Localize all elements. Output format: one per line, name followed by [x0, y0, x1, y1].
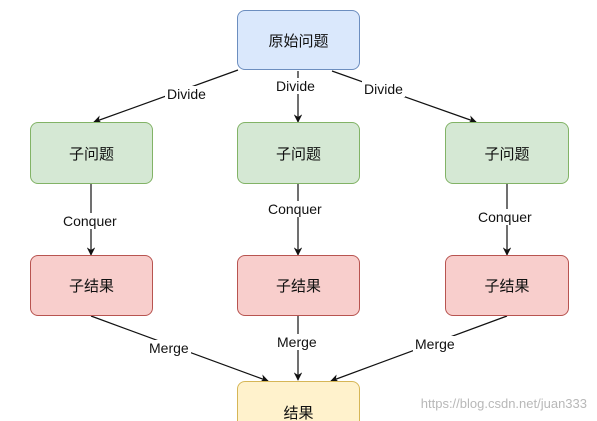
- node-subproblem-left[interactable]: 子问题: [30, 122, 153, 184]
- node-subproblem-right[interactable]: 子问题: [445, 122, 569, 184]
- label-divide-mid: Divide: [274, 78, 317, 94]
- node-subresult-left[interactable]: 子结果: [30, 255, 153, 316]
- label-conquer-right: Conquer: [476, 209, 534, 225]
- node-subresult-right[interactable]: 子结果: [445, 255, 569, 316]
- label-merge-mid: Merge: [275, 334, 319, 350]
- label-merge-right: Merge: [413, 336, 457, 352]
- node-subproblem-mid[interactable]: 子问题: [237, 122, 360, 184]
- label-conquer-left: Conquer: [61, 213, 119, 229]
- label-merge-left: Merge: [147, 340, 191, 356]
- label-divide-left: Divide: [165, 86, 208, 102]
- node-subresult-mid[interactable]: 子结果: [237, 255, 360, 316]
- watermark-text: https://blog.csdn.net/juan333: [420, 396, 587, 411]
- label-conquer-mid: Conquer: [266, 201, 324, 217]
- node-final-result[interactable]: 结果: [237, 381, 360, 421]
- label-divide-right: Divide: [362, 81, 405, 97]
- node-root[interactable]: 原始问题: [237, 10, 360, 70]
